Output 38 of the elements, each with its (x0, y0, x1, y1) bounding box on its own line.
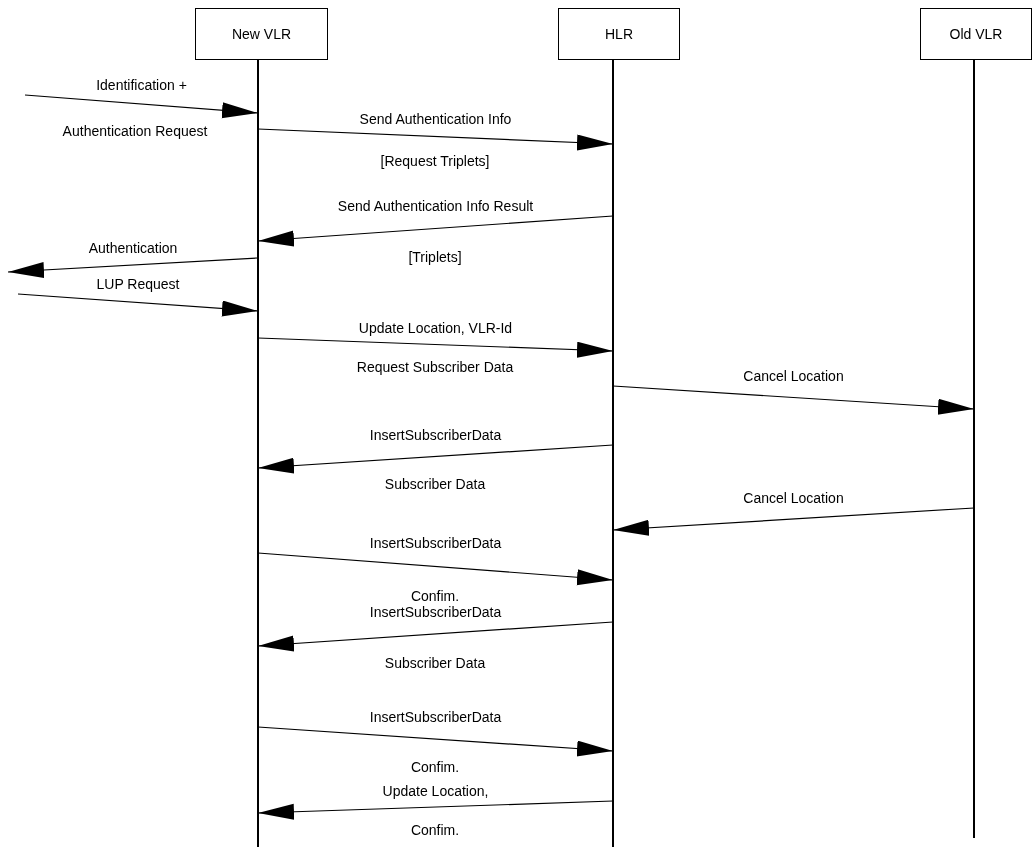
message-parameter: [Triplets] (407, 250, 463, 265)
message-arrow (24, 94, 259, 119)
message-label: Update Location, VLR-Id (357, 321, 514, 336)
message-arrow (257, 800, 614, 820)
message-arrow (257, 337, 614, 358)
message-label: Identification + (95, 78, 188, 93)
message-label: Cancel Location (742, 491, 845, 506)
participant-box: HLR (558, 8, 680, 60)
message-arrow (7, 257, 259, 278)
participant-box: Old VLR (920, 8, 1032, 60)
message-label: InsertSubscriberData (368, 710, 503, 725)
message-arrow (257, 621, 614, 652)
message-label: InsertSubscriberData (368, 605, 503, 620)
message-label: Update Location, (381, 784, 490, 799)
message-label: Send Authentication Info Result (336, 199, 535, 214)
message-parameter: Confim. (409, 760, 461, 775)
message-label: Send Authentication Info (358, 112, 513, 127)
message-parameter: Confim. (409, 823, 461, 838)
message-parameter: Authentication Request (61, 124, 209, 139)
message-arrow (257, 444, 614, 474)
message-arrow (612, 507, 975, 536)
message-parameter: [Request Triplets] (379, 154, 491, 169)
message-label: Cancel Location (742, 369, 845, 384)
participant-box: New VLR (195, 8, 328, 60)
message-arrow (257, 726, 614, 757)
message-arrow (612, 385, 975, 415)
message-parameter: Subscriber Data (383, 656, 487, 671)
message-arrow (257, 215, 614, 247)
message-parameter: Confim. (409, 589, 461, 604)
message-label: LUP Request (95, 277, 181, 292)
message-parameter: Request Subscriber Data (355, 360, 515, 375)
message-label: InsertSubscriberData (368, 536, 503, 551)
message-arrow (257, 128, 614, 151)
message-arrow (17, 293, 259, 317)
message-label: InsertSubscriberData (368, 428, 503, 443)
message-label: Authentication (87, 241, 179, 256)
message-arrow (257, 552, 614, 586)
message-parameter: Subscriber Data (383, 477, 487, 492)
